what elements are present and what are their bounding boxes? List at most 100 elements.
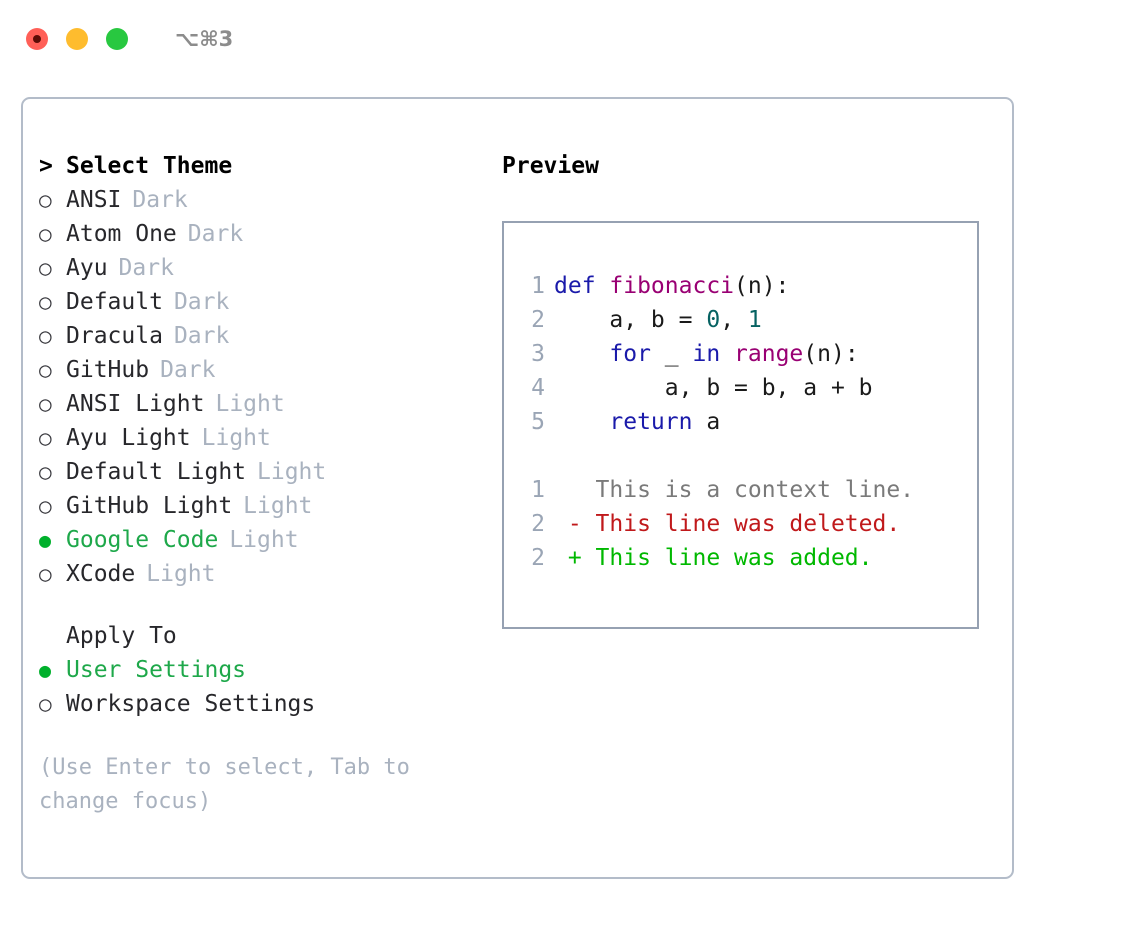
apply-to-label: User Settings — [66, 657, 247, 683]
theme-name: ANSI Light — [66, 391, 205, 417]
line-number: 2 — [531, 307, 545, 333]
keyboard-shortcut-label: ⌥⌘3 — [175, 27, 234, 51]
code-token-plain: a, b = b, a + b — [554, 375, 873, 401]
code-line: 5 return a — [504, 405, 977, 439]
radio-unselected-icon: ○ — [39, 358, 52, 382]
theme-name: XCode — [66, 561, 136, 587]
radio-selected-icon: ● — [39, 658, 52, 682]
theme-variant-tag: Dark — [173, 323, 230, 349]
radio-unselected-icon: ○ — [39, 494, 52, 518]
code-token-num: 0 — [706, 307, 721, 333]
line-number: 3 — [531, 341, 545, 367]
theme-variant-tag: Light — [229, 527, 299, 553]
code-token-num: 1 — [747, 307, 762, 333]
line-number: 1 — [531, 273, 545, 299]
code-token-fn: range — [734, 341, 804, 367]
code-line: 4 a, b = b, a + b — [504, 371, 977, 405]
radio-unselected-icon: ○ — [39, 222, 52, 246]
radio-unselected-icon: ○ — [39, 290, 52, 314]
code-line-text: def fibonacci(n): — [554, 269, 789, 303]
apply-to-item[interactable]: ○Workspace Settings — [39, 687, 499, 721]
minimize-button[interactable] — [66, 28, 88, 50]
radio-selected-icon: ● — [39, 528, 52, 552]
code-line: 3 for _ in range(n): — [504, 337, 977, 371]
theme-name: Atom One — [66, 221, 177, 247]
theme-variant-tag: Light — [146, 561, 216, 587]
diff-line: 1 This is a context line. — [504, 473, 977, 507]
theme-name: ANSI — [66, 187, 122, 213]
apply-to-label: Workspace Settings — [66, 691, 316, 717]
diff-line-number: 1 — [531, 477, 545, 503]
radio-unselected-icon: ○ — [39, 460, 52, 484]
code-line: 2 a, b = 0, 1 — [504, 303, 977, 337]
apply-to-title: Apply To — [66, 623, 177, 649]
radio-unselected-icon: ○ — [39, 562, 52, 586]
theme-list-item[interactable]: ○ GitHub Light Light — [39, 489, 499, 523]
code-line-text: a, b = 0, 1 — [554, 303, 762, 337]
code-token-fn: fibonacci — [609, 273, 735, 299]
diff-line: 2 - This line was deleted. — [504, 507, 977, 541]
code-token-plain: _ — [650, 341, 693, 367]
code-token-plain: a, b = — [554, 307, 707, 333]
keyboard-hint-text: (Use Enter to select, Tab to change focu… — [39, 755, 424, 814]
code-token-plain: (n): — [803, 341, 859, 367]
radio-unselected-icon: ○ — [39, 188, 52, 212]
theme-name: Default — [66, 289, 163, 315]
section-spacer — [39, 591, 499, 619]
code-line-text: a, b = b, a + b — [554, 371, 873, 405]
diff-line-text-add: + This line was added. — [554, 545, 873, 571]
maximize-button[interactable] — [106, 28, 128, 50]
apply-to-item[interactable]: ● User Settings — [39, 653, 499, 687]
line-number: 4 — [531, 375, 545, 401]
theme-variant-tag: Dark — [160, 357, 216, 383]
code-line: 1 def fibonacci(n): — [504, 269, 977, 303]
code-token-kw: in — [692, 341, 721, 367]
theme-list-item[interactable]: ○ XCode Light — [39, 557, 499, 591]
caret-icon: > — [39, 153, 53, 179]
theme-name: GitHub Light — [66, 493, 233, 519]
select-theme-header: > Select Theme — [39, 149, 499, 183]
code-token-plain: (n): — [734, 273, 790, 299]
theme-list-item[interactable]: ○ Default Dark — [39, 285, 499, 319]
diff-line-text-del: - This line was deleted. — [554, 511, 901, 537]
theme-variant-tag: Dark — [118, 255, 174, 281]
theme-name: Ayu Light — [66, 425, 191, 451]
diff-line-number: 2 — [531, 545, 545, 571]
diff-line: 2 + This line was added. — [504, 541, 977, 575]
code-line-text: for _ in range(n): — [554, 337, 859, 371]
code-token-plain — [720, 341, 734, 367]
close-button[interactable] — [26, 28, 48, 50]
theme-variant-tag: Light — [201, 425, 271, 451]
theme-list-item[interactable]: ○ Atom One Dark — [39, 217, 499, 251]
code-line-text: return a — [554, 405, 720, 439]
code-token-kw: return — [609, 409, 693, 435]
code-token-plain: a — [692, 409, 721, 435]
apply-to-header: Apply To — [39, 619, 499, 653]
preview-title: Preview — [502, 153, 599, 179]
diff-line-text-ctx: This is a context line. — [554, 477, 915, 503]
line-number: 5 — [531, 409, 545, 435]
theme-list-item[interactable]: ● Google Code Light — [39, 523, 499, 557]
code-token-kw: def — [554, 273, 610, 299]
theme-name: Google Code — [66, 527, 219, 553]
diff-sample: 1 This is a context line.2 - This line w… — [504, 473, 977, 575]
theme-name: Dracula — [66, 323, 163, 349]
theme-variant-tag: Dark — [187, 221, 244, 247]
theme-variant-tag: Light — [243, 493, 313, 519]
title-bar: ⌥⌘3 — [0, 0, 1140, 78]
radio-unselected-icon: ○ — [39, 392, 52, 416]
theme-variant-tag: Dark — [173, 289, 230, 315]
